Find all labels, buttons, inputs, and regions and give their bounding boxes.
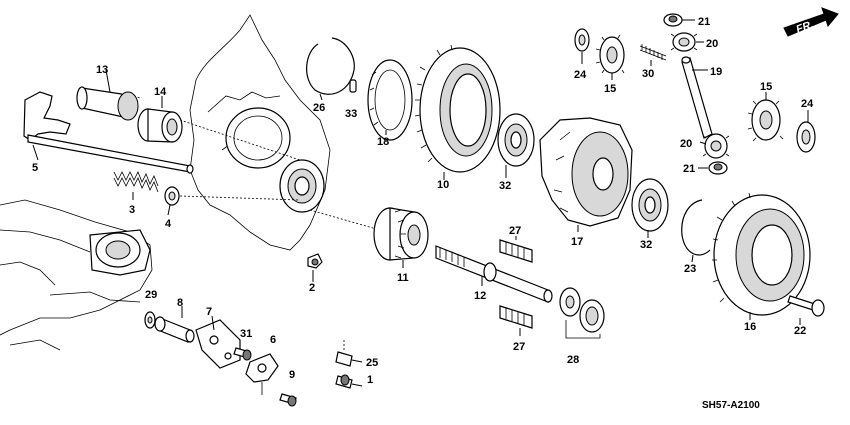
part-20-gear-top — [670, 32, 704, 52]
part-ref-label: 32 — [640, 239, 652, 251]
part-ref-label: 27 — [509, 225, 521, 237]
part-16-final-driven-gear — [712, 192, 811, 320]
part-27-needle-bearing-top — [499, 236, 533, 263]
part-ref-label: 25 — [366, 357, 378, 369]
part-14-bearing — [137, 96, 183, 143]
part-ref-label: 3 — [129, 204, 135, 216]
part-20-gear-bottom — [699, 133, 730, 159]
part-ref-label: 14 — [154, 86, 167, 98]
part-28-bearing-set — [559, 287, 605, 339]
part-10-final-gear — [414, 44, 501, 180]
part-2-nut — [307, 253, 323, 282]
part-ref-label: 30 — [642, 68, 654, 80]
part-32-bearing-right — [631, 178, 669, 238]
part-ref-label: 5 — [32, 162, 38, 174]
part-ref-label: 18 — [377, 136, 389, 148]
part-4-washer — [164, 186, 180, 216]
part-ref-label: 7 — [206, 306, 212, 318]
part-9-bolt — [279, 393, 297, 407]
part-ref-label: 19 — [710, 66, 722, 78]
part-ref-label: 13 — [96, 64, 108, 76]
part-19-pinion-shaft — [681, 56, 713, 139]
part-15-pinion-left — [595, 34, 625, 80]
part-5-shift-fork — [23, 91, 194, 174]
part-ref-label: 20 — [680, 138, 692, 150]
part-27-needle-bearing-bottom — [499, 305, 533, 336]
part-ref-label: 32 — [499, 180, 511, 192]
part-24-washer-left — [574, 28, 590, 64]
part-7-plate — [195, 315, 241, 369]
part-ref-label: 9 — [289, 369, 295, 381]
part-ref-label: 12 — [474, 290, 486, 302]
part-ref-label: 31 — [240, 328, 252, 340]
part-ref-label: 15 — [760, 81, 772, 93]
part-ref-label: 29 — [145, 289, 157, 301]
part-13-sleeve — [76, 69, 139, 121]
part-22-bolt — [787, 295, 825, 325]
part-ref-label: 4 — [165, 218, 172, 230]
part-18-ring — [367, 59, 413, 141]
part-ref-label: 10 — [437, 179, 449, 191]
part-ref-label: 16 — [744, 321, 756, 333]
part-ref-label: 21 — [698, 16, 710, 28]
part-ref-label: 21 — [683, 163, 695, 175]
part-24-washer-right — [796, 110, 816, 153]
transmission-housing — [129, 14, 381, 251]
part-ref-label: 6 — [270, 334, 276, 346]
direction-badge-label: FR. — [795, 19, 816, 36]
part-32-bearing-left — [497, 113, 535, 178]
part-3-spring — [113, 171, 159, 200]
part-33-pin — [349, 79, 357, 93]
part-ref-label: 24 — [801, 98, 814, 110]
part-ref-label: 20 — [706, 38, 718, 50]
diagram-code: SH57-A2100 — [702, 400, 760, 411]
part-25-clip — [335, 340, 363, 367]
front-direction-badge: FR. — [783, 7, 839, 37]
part-21-washer-top — [663, 13, 695, 27]
part-12-countershaft — [435, 245, 553, 303]
part-ref-label: 23 — [684, 263, 696, 275]
part-31-bolt — [233, 347, 252, 361]
part-ref-label: 1 — [367, 374, 373, 386]
part-ref-label: 22 — [794, 325, 806, 337]
part-30-spring-pin — [639, 44, 667, 66]
part-ref-label: 28 — [567, 354, 579, 366]
part-17-differential-case — [539, 117, 633, 232]
part-29-clip — [144, 311, 156, 329]
part-ref-label: 2 — [309, 282, 315, 294]
part-ref-label: 33 — [345, 108, 357, 120]
lower-housing — [0, 199, 153, 351]
part-ref-label: 17 — [571, 236, 583, 248]
part-23-snap-ring — [681, 199, 711, 263]
part-1-bolt — [335, 374, 363, 389]
part-11-countershaft-gear — [373, 207, 429, 268]
part-ref-label: 15 — [604, 83, 616, 95]
part-ref-label: 11 — [397, 272, 409, 284]
part-ref-label: 27 — [513, 341, 525, 353]
part-ref-label: 26 — [313, 102, 325, 114]
part-8-shaft — [154, 306, 195, 343]
reference-labels: 1 2 3 4 5 6 7 8 9 10 11 12 13 14 15 15 1… — [32, 16, 814, 386]
part-15-pinion-right — [747, 92, 784, 142]
part-21-washer-bottom — [698, 161, 728, 175]
part-6-bracket — [245, 353, 279, 395]
part-ref-label: 8 — [177, 297, 183, 309]
part-ref-label: 24 — [574, 69, 587, 81]
part-26-snap-ring — [306, 37, 355, 101]
